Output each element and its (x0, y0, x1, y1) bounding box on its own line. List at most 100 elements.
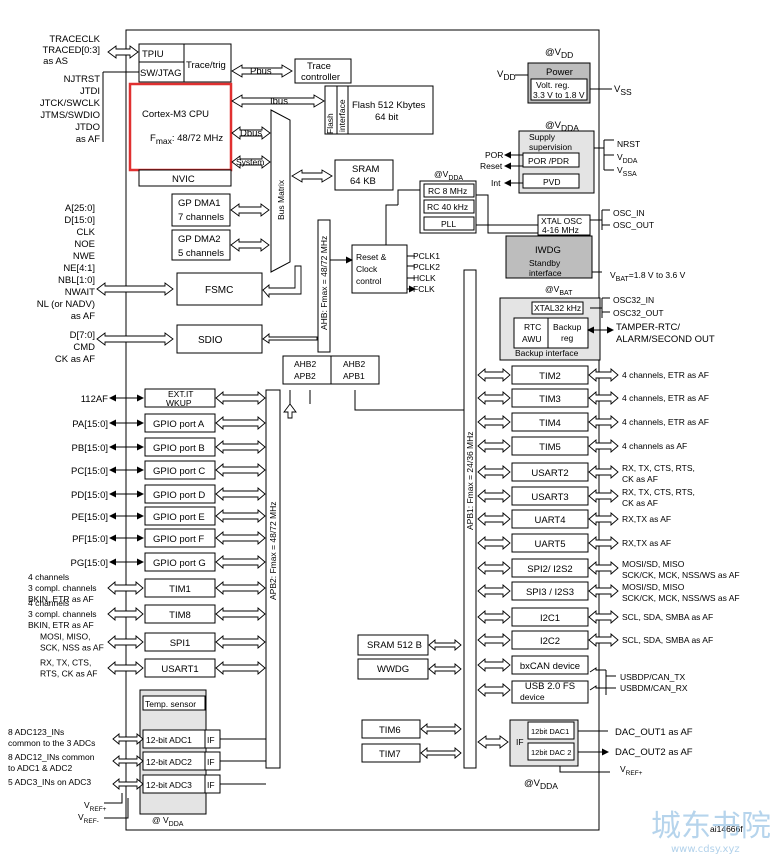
svg-text:NE[4:1]: NE[4:1] (63, 263, 95, 274)
supply-label-1: Supply (529, 132, 556, 142)
periph-pin-label: RX, TX, CTS, (40, 658, 91, 668)
rc40-label: RC 40 kHz (427, 202, 468, 212)
ahb2apb2-bridge (282, 355, 332, 385)
fsmc-pins: A[25:0] D[15:0] CLK NOE NWE NE[4:1] NBL[… (37, 203, 96, 322)
dac-vref-label: VREF+ (620, 764, 643, 777)
adc2-label: 12-bit ADC2 (146, 757, 192, 767)
backup-if-label: Backup interface (515, 348, 579, 358)
gpio-pin-label: PF[15:0] (72, 534, 108, 545)
fsmc-block (176, 272, 263, 306)
svg-text:CK as AF: CK as AF (55, 354, 95, 365)
apb1-pin-label: MOSI/SD, MISO (622, 559, 685, 569)
apb1-periph-block (511, 655, 589, 675)
gpio-pin-label: 112AF (81, 394, 108, 405)
rc40-block (423, 199, 475, 214)
apb1-pin-label: SCK/CK, MCK, NSS/WS as AF (622, 570, 740, 580)
adc-pins-1b: common to the 3 ADCs (8, 738, 95, 748)
clock-vdda-label: @VDDA (434, 169, 463, 182)
misc-section: SRAM 512 B WWDG TIM6 TIM7 IF 12bit DAC1 … (357, 634, 743, 834)
dma2-block (171, 229, 231, 261)
clock-section: @VDDA RC 8 MHz RC 40 kHz PLL Reset & Clo… (330, 169, 715, 361)
jtag-pin-5: JTDO (75, 122, 100, 133)
apb1-periph-label: UART5 (535, 539, 566, 550)
flash-block (347, 85, 434, 135)
apb1-periph-label: TIM5 (539, 442, 561, 453)
gpio-block-label: GPIO port A (153, 419, 205, 430)
adc-pins-3: 5 ADC3_INs on ADC3 (8, 777, 91, 787)
apb1-pin-label: SCK/CK, MCK, NSS/WS as AF (622, 593, 740, 603)
apb1-periph-block (511, 630, 589, 650)
vbat-top-label: @VBAT (545, 284, 573, 297)
svg-text:D[15:0]: D[15:0] (64, 215, 95, 226)
sram64-label-1: SRAM (352, 164, 380, 175)
apb1-pin-label: RX,TX as AF (622, 514, 671, 524)
gpio-block-label: GPIO port D (153, 490, 205, 501)
apb1-pin-label: 4 channels, ETR as AF (622, 370, 709, 380)
svg-text:A[25:0]: A[25:0] (65, 203, 95, 214)
apb1-bus (463, 269, 477, 769)
apb1-periph-block (511, 365, 589, 385)
dma2-label-2: 5 channels (178, 248, 224, 259)
ahb2apb2-label-1: AHB2 (294, 359, 316, 369)
flash-if-label-2: interface (337, 99, 347, 132)
vdda-pin-label: VDDA (617, 152, 638, 165)
apb1-periph-label: USART2 (531, 468, 568, 479)
apb1-pin-label: CK as AF (622, 498, 658, 508)
flash-if-label-1: Flash (325, 113, 335, 134)
svg-text:NL (or NADV): NL (or NADV) (37, 299, 95, 310)
gpio-block (144, 413, 216, 433)
dma1-label-1: GP DMA1 (178, 198, 221, 209)
apb1-periph-block (511, 486, 589, 506)
adc-vdda-label: @ VDDA (152, 815, 184, 828)
dbus-label: Dbus (240, 128, 262, 139)
adc-pins-2a: 8 ADC12_INs common (8, 752, 95, 762)
apb2-periph-block (144, 578, 216, 598)
gpio-block (144, 437, 216, 457)
dac-out1-label: DAC_OUT1 as AF (615, 727, 693, 738)
temp-sensor-block (142, 695, 206, 711)
backup-reg-block (547, 317, 589, 349)
apb1-periph-block (511, 412, 589, 432)
apb1-pin-label: SCL, SDA, SMBA as AF (622, 612, 713, 622)
osc32-out-label: OSC32_OUT (613, 308, 664, 318)
nvic-label: NVIC (172, 174, 195, 185)
vbat-range-label: VBAT=1.8 V to 3.6 V (610, 270, 686, 283)
gpio-block (144, 460, 216, 480)
watermark-logo: 城东书院 (651, 809, 771, 844)
sram-arrow (291, 169, 333, 183)
standby-label-1: Standby (529, 258, 561, 268)
apb2-periph-label: SPI1 (170, 638, 191, 649)
backup-reg-label-1: Backup (553, 322, 582, 332)
gpio-pin-label: PA[15:0] (72, 419, 108, 430)
ahb-bus-label: AHB: Fmax = 48/72 MHz (319, 236, 329, 330)
int-label: Int (491, 178, 501, 188)
dac-out2-label: DAC_OUT2 as AF (615, 747, 693, 758)
dac-vdda-label: @VDDA (524, 778, 558, 791)
apb1-periph-block (511, 680, 589, 704)
apb1-periph-label: TIM3 (539, 394, 561, 405)
trace-pin-1: TRACECLK (49, 34, 100, 45)
ibus-label: Ibus (270, 96, 288, 107)
gpio-pin-label: PC[15:0] (71, 466, 108, 477)
gpio-block (144, 528, 216, 548)
trace-trig-label: Trace/trig (186, 60, 226, 71)
apb1-pin-label: RX,TX as AF (622, 538, 671, 548)
periph-pin-label: 3 compl. channels (28, 609, 97, 619)
svg-text:NWAIT: NWAIT (65, 287, 95, 298)
reset-clock-block (351, 244, 408, 294)
svg-text:IF: IF (207, 735, 215, 745)
usb-pin-2: USBDM/CAN_RX (620, 683, 688, 693)
ahb2apb1-bridge (330, 355, 380, 385)
trace-controller-label-1: Trace (307, 61, 331, 72)
backup-reg-label-2: reg (561, 333, 574, 343)
volt-reg-label-1: Volt. reg. (536, 80, 570, 90)
pll-block (423, 216, 475, 231)
rtc-label-2: AWU (522, 334, 542, 344)
pbus-label: Pbus (250, 66, 272, 77)
apb1-pin-label: 4 channels, ETR as AF (622, 393, 709, 403)
svg-text:IF: IF (207, 780, 215, 790)
gpio-block-label: GPIO port G (153, 558, 206, 569)
rtc-label-1: RTC (524, 322, 541, 332)
